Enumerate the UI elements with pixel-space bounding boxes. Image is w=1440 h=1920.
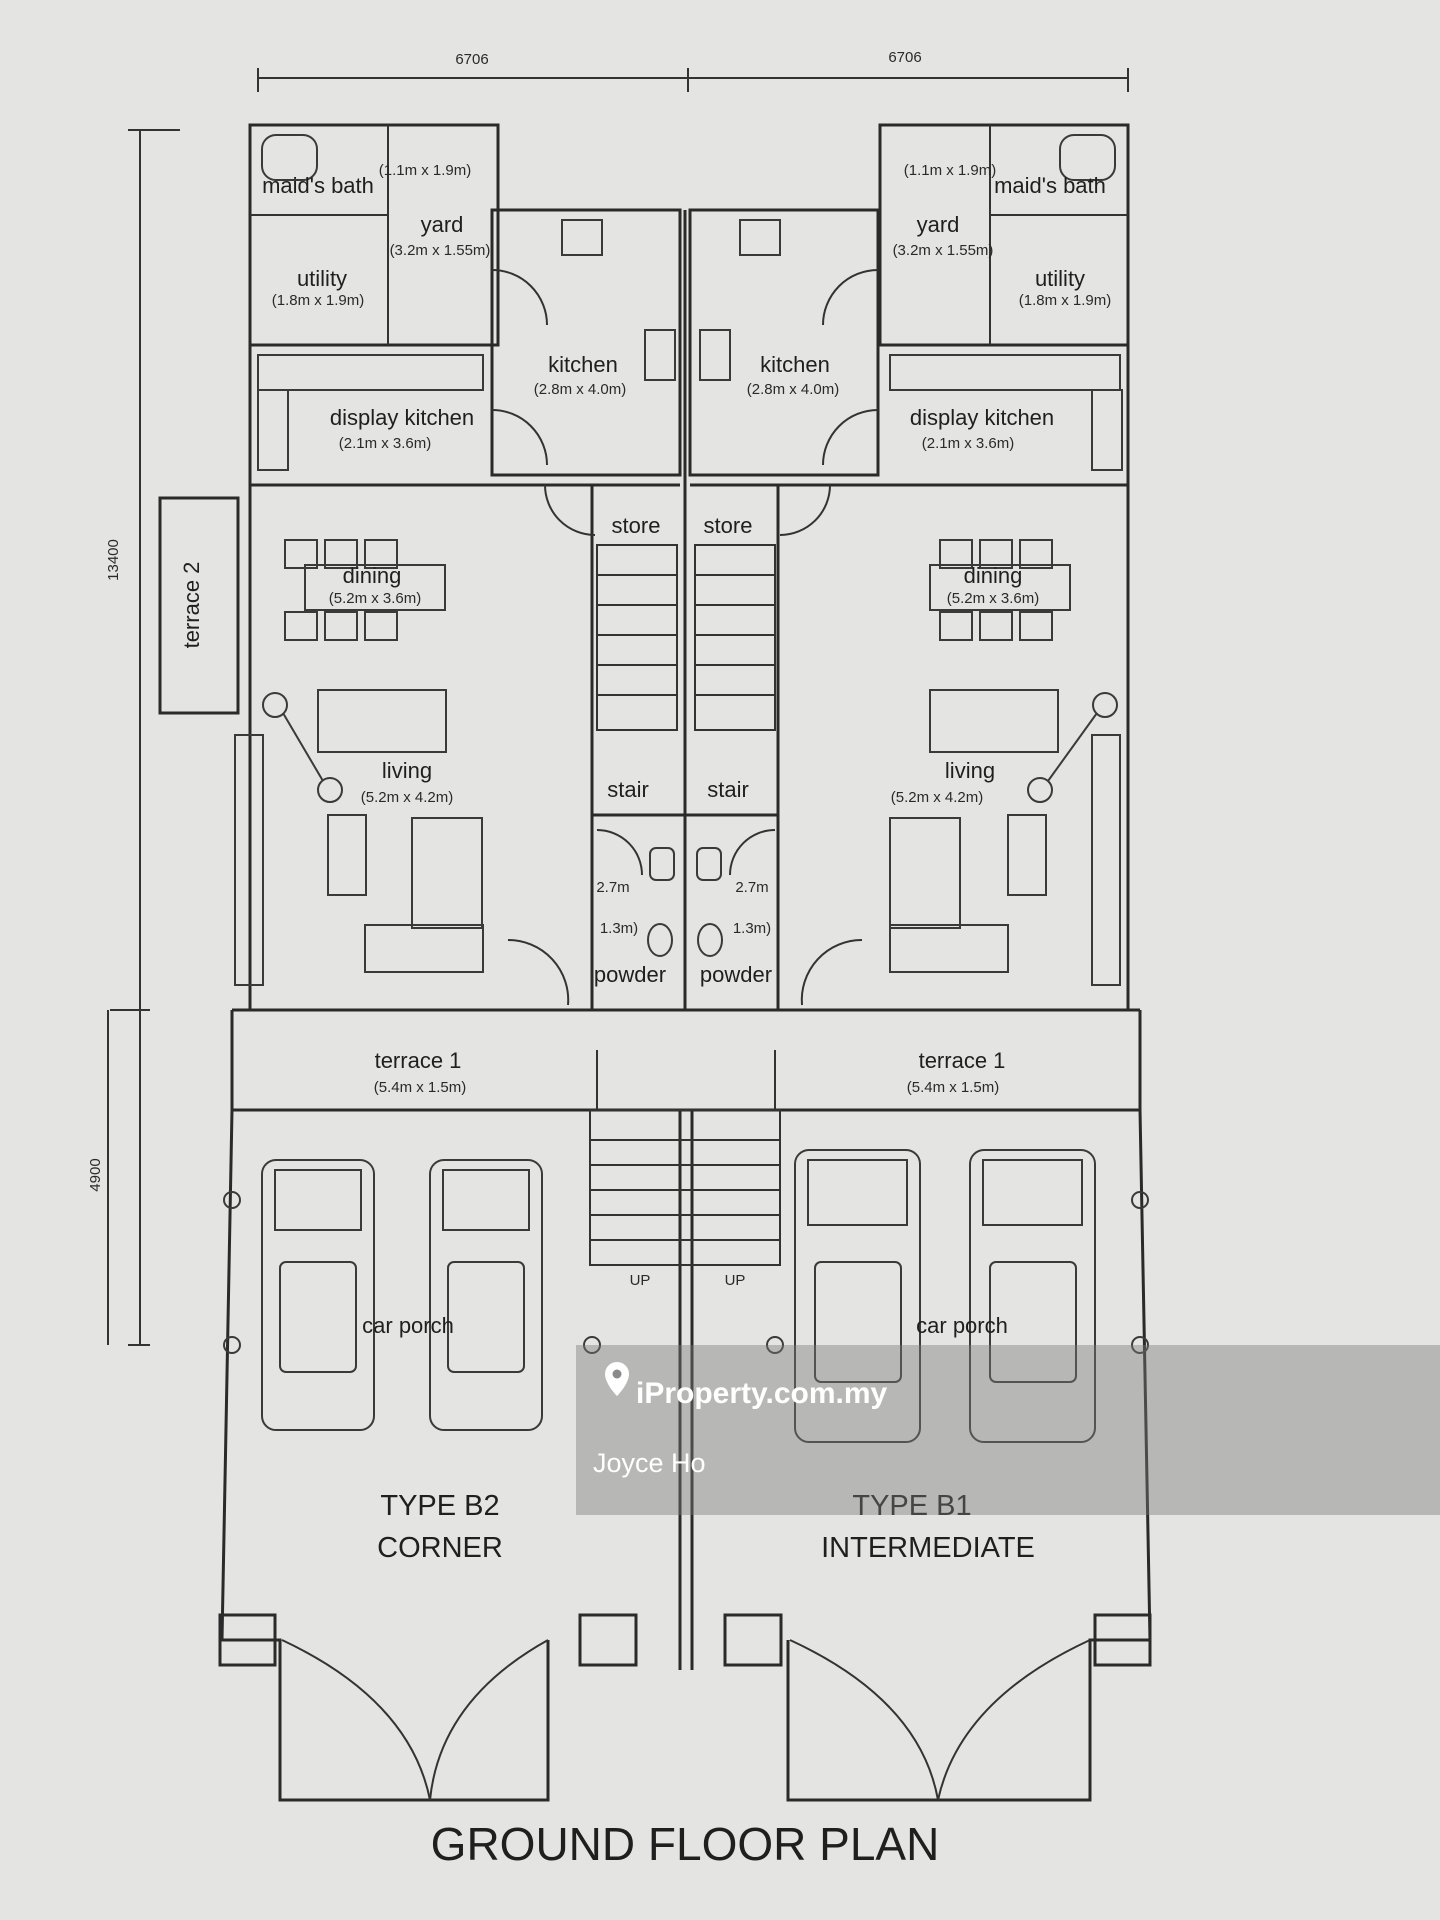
size-powder-b-left: 1.3m) [600, 920, 638, 937]
watermark-band [576, 1345, 1440, 1515]
size-terrace-1-right: (5.4m x 1.5m) [907, 1079, 1000, 1096]
size-display-kitchen-right: (2.1m x 3.6m) [922, 435, 1015, 452]
type-right-line1: TYPE B1 [852, 1490, 971, 1522]
pillars [223, 1191, 1149, 1354]
label-living-left: living [382, 758, 432, 783]
car-3 [794, 1149, 921, 1443]
label-car-porch-right: car porch [916, 1313, 1008, 1338]
label-terrace-1-right: terrace 1 [919, 1048, 1006, 1073]
gates [281, 1639, 1091, 1801]
size-powder-a-left: 2.7m [596, 879, 629, 896]
dimension-lines [107, 68, 1129, 1346]
label-terrace-2: terrace 2 [179, 562, 204, 649]
size-living-left: (5.2m x 4.2m) [361, 789, 454, 806]
size-dining-right: (5.2m x 3.6m) [947, 590, 1040, 607]
label-up-left: UP [630, 1272, 651, 1289]
label-display-kitchen-left: display kitchen [330, 405, 474, 430]
service-partitions [250, 125, 1128, 536]
size-dining-left: (5.2m x 3.6m) [329, 590, 422, 607]
size-yard-left: (3.2m x 1.55m) [390, 242, 491, 259]
size-powder-b-right: 1.3m) [733, 920, 771, 937]
label-store-left: store [612, 513, 661, 538]
label-maids-bath-right: maid's bath [994, 173, 1106, 198]
label-stair-left: stair [607, 777, 649, 802]
size-maids-bath-right: (1.1m x 1.9m) [904, 162, 997, 179]
location-pin-icon [605, 1362, 629, 1396]
size-kitchen-right: (2.8m x 4.0m) [747, 381, 840, 398]
label-store-right: store [704, 513, 753, 538]
label-dining-right: dining [964, 563, 1023, 588]
label-display-kitchen-right: display kitchen [910, 405, 1054, 430]
label-maids-bath-left: maid's bath [262, 173, 374, 198]
car-1 [261, 1159, 375, 1431]
size-terrace-1-left: (5.4m x 1.5m) [374, 1079, 467, 1096]
size-kitchen-left: (2.8m x 4.0m) [534, 381, 627, 398]
dining-furniture-right [929, 539, 1071, 641]
size-utility-left: (1.8m x 1.9m) [272, 292, 365, 309]
size-utility-right: (1.8m x 1.9m) [1019, 292, 1112, 309]
label-yard-right: yard [917, 212, 960, 237]
label-terrace-1-left: terrace 1 [375, 1048, 462, 1073]
size-yard-right: (3.2m x 1.55m) [893, 242, 994, 259]
size-powder-a-right: 2.7m [735, 879, 768, 896]
dim-depth-main: 13400 [105, 539, 122, 581]
watermark-agent: Joyce Ho [593, 1448, 706, 1478]
type-left-line1: TYPE B2 [380, 1490, 499, 1522]
powder-fixtures [507, 829, 863, 1006]
label-yard-left: yard [421, 212, 464, 237]
car-2 [429, 1159, 543, 1431]
stairs [589, 544, 781, 1266]
walls [158, 123, 1152, 1802]
label-stair-right: stair [707, 777, 749, 802]
car-4 [969, 1149, 1096, 1443]
dim-width-right: 6706 [888, 49, 921, 66]
watermark-brand: iProperty.com.my [636, 1377, 888, 1410]
type-left-line2: CORNER [377, 1532, 503, 1564]
label-powder-right: powder [700, 962, 772, 987]
label-up-right: UP [725, 1272, 746, 1289]
dim-width-left: 6706 [455, 51, 488, 68]
label-kitchen-left: kitchen [548, 352, 618, 377]
label-dining-left: dining [343, 563, 402, 588]
label-kitchen-right: kitchen [760, 352, 830, 377]
living-furniture-right [889, 689, 1121, 986]
size-display-kitchen-left: (2.1m x 3.6m) [339, 435, 432, 452]
size-maids-bath-left: (1.1m x 1.9m) [379, 162, 472, 179]
label-utility-right: utility [1035, 266, 1085, 291]
dim-depth-porch: 4900 [87, 1158, 104, 1191]
size-living-right: (5.2m x 4.2m) [891, 789, 984, 806]
label-powder-left: powder [594, 962, 666, 987]
plan-title: GROUND FLOOR PLAN [431, 1818, 940, 1870]
type-right-line2: INTERMEDIATE [821, 1532, 1035, 1564]
label-car-porch-left: car porch [362, 1313, 454, 1338]
dining-furniture-left [284, 539, 446, 641]
label-living-right: living [945, 758, 995, 783]
label-utility-left: utility [297, 266, 347, 291]
living-furniture-left [234, 689, 484, 986]
